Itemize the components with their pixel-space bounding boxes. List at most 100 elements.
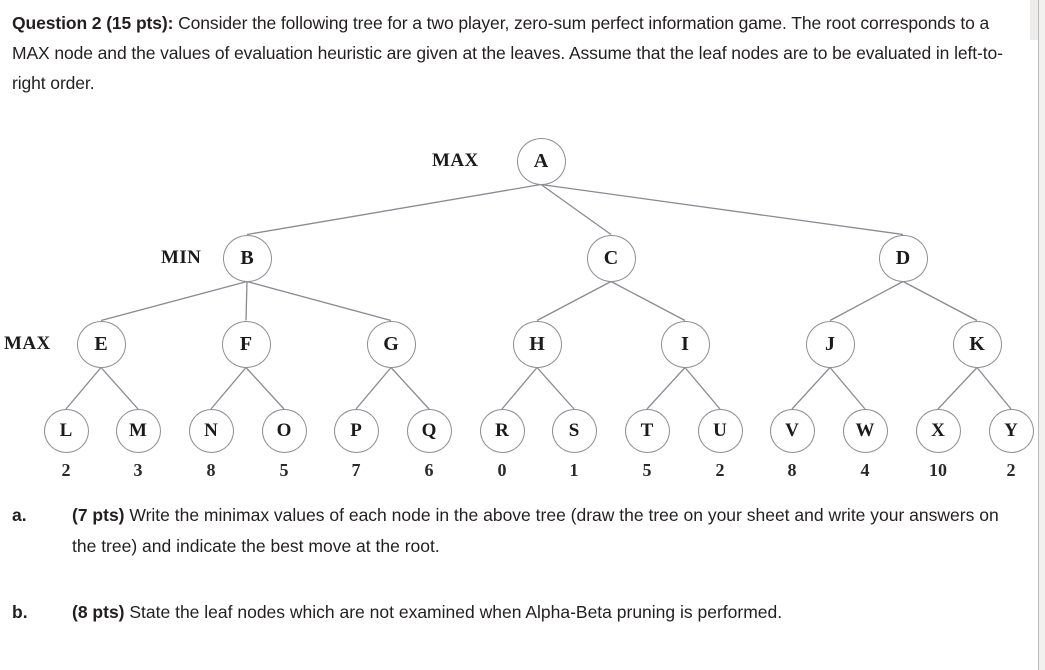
tree-edge-k-y bbox=[976, 367, 1012, 410]
tree-edge-a-c bbox=[540, 183, 612, 236]
tree-node-label: P bbox=[350, 420, 362, 441]
tree-node-label: K bbox=[969, 332, 985, 355]
tree-edge-c-i bbox=[610, 280, 686, 322]
leaf-value-p: 7 bbox=[351, 460, 361, 480]
leaf-value-n: 8 bbox=[206, 460, 216, 480]
tree-node-label: F bbox=[239, 332, 253, 355]
question-intro-text: Consider the following tree for a two pl… bbox=[12, 13, 1003, 93]
tree-edge-k-x bbox=[937, 367, 978, 410]
tree-node-n: N bbox=[188, 409, 234, 453]
tree-node-c: C bbox=[586, 234, 636, 282]
tree-node-h: H bbox=[512, 320, 562, 368]
leaf-value-l: 2 bbox=[61, 460, 71, 480]
tree-node-s: S bbox=[551, 409, 597, 453]
leaf-value-u: 2 bbox=[715, 460, 725, 480]
question-part-b: b. (8 pts) State the leaf nodes which ar… bbox=[12, 597, 1022, 628]
tree-node-f: F bbox=[221, 320, 271, 368]
tree-node-label: B bbox=[240, 246, 254, 269]
page-edge-shade bbox=[1039, 0, 1045, 670]
tree-node-a: A bbox=[516, 137, 566, 185]
tree-node-j: J bbox=[805, 320, 855, 368]
tree-edge-a-d bbox=[540, 183, 904, 236]
question-part-b-points: (8 pts) bbox=[72, 602, 125, 622]
tree-node-w: W bbox=[842, 409, 888, 453]
tree-node-y: Y bbox=[988, 409, 1034, 453]
page-edge-rule bbox=[1038, 0, 1039, 670]
question-part-a-marker: a. bbox=[12, 505, 27, 525]
tree-level-label-3: MAX bbox=[4, 333, 51, 354]
tree-node-p: P bbox=[333, 409, 379, 453]
tree-node-label: X bbox=[931, 420, 945, 441]
tree-node-label: E bbox=[94, 332, 108, 355]
tree-edge-i-t bbox=[646, 367, 686, 410]
tree-edge-g-p bbox=[355, 367, 392, 410]
tree-level-label-2: MIN bbox=[161, 247, 202, 268]
tree-edge-f-n bbox=[210, 367, 247, 410]
tree-node-k: K bbox=[952, 320, 1002, 368]
tree-node-m: M bbox=[115, 409, 161, 453]
question-part-a-text: Write the minimax values of each node in… bbox=[72, 505, 999, 556]
leaf-value-q: 6 bbox=[424, 460, 434, 480]
tree-node-label: J bbox=[825, 332, 835, 355]
leaf-value-y: 2 bbox=[1006, 460, 1016, 480]
tree-node-u: U bbox=[697, 409, 743, 453]
tree-node-label: Y bbox=[1004, 420, 1018, 441]
tree-node-i: I bbox=[660, 320, 710, 368]
tree-node-label: O bbox=[276, 420, 292, 441]
tree-node-v: V bbox=[769, 409, 815, 453]
tree-edge-j-v bbox=[791, 367, 831, 410]
tree-node-label: S bbox=[568, 420, 580, 441]
leaf-value-x: 10 bbox=[929, 460, 947, 480]
leaf-value-v: 8 bbox=[787, 460, 797, 480]
leaf-value-o: 5 bbox=[279, 460, 289, 480]
tree-node-label: N bbox=[204, 420, 218, 441]
tree-node-label: C bbox=[603, 246, 619, 269]
question-part-b-body: (8 pts) State the leaf nodes which are n… bbox=[72, 597, 1022, 628]
tree-node-label: H bbox=[529, 332, 545, 355]
question-part-b-marker: b. bbox=[12, 602, 28, 622]
leaf-value-m: 3 bbox=[133, 460, 143, 480]
leaf-value-t: 5 bbox=[642, 460, 652, 480]
tree-node-label: A bbox=[533, 149, 549, 172]
tree-node-label: L bbox=[59, 420, 73, 441]
tree-level-label-1: MAX bbox=[432, 150, 479, 171]
tree-node-g: G bbox=[366, 320, 416, 368]
tree-node-d: D bbox=[878, 234, 928, 282]
tree-edge-b-g bbox=[246, 280, 392, 322]
leaf-value-w: 4 bbox=[860, 460, 870, 480]
tree-edge-f-o bbox=[245, 367, 285, 410]
question-intro-paragraph: Question 2 (15 pts): Consider the follow… bbox=[12, 8, 1024, 98]
tree-edge-d-k bbox=[902, 280, 978, 322]
question-part-a-body: (7 pts) Write the minimax values of each… bbox=[72, 500, 1022, 562]
question-part-a-points: (7 pts) bbox=[72, 505, 125, 525]
tree-edge-e-m bbox=[100, 367, 139, 410]
tree-edge-b-e bbox=[100, 280, 248, 322]
tree-edge-d-j bbox=[829, 280, 904, 322]
tree-edge-a-b bbox=[246, 183, 542, 236]
tree-node-label: R bbox=[495, 420, 509, 441]
tree-node-label: D bbox=[895, 246, 911, 269]
tree-node-label: T bbox=[640, 420, 654, 441]
tree-edge-h-r bbox=[501, 367, 538, 410]
tree-edge-j-w bbox=[829, 367, 866, 410]
tree-node-r: R bbox=[479, 409, 525, 453]
leaf-value-s: 1 bbox=[569, 460, 579, 480]
tree-node-label: W bbox=[855, 420, 875, 441]
tree-edge-b-f bbox=[245, 281, 248, 321]
tree-node-label: Q bbox=[421, 420, 437, 441]
tree-node-o: O bbox=[261, 409, 307, 453]
tree-edge-c-h bbox=[536, 280, 612, 322]
tree-node-b: B bbox=[222, 234, 272, 282]
tree-node-label: M bbox=[129, 420, 147, 441]
question-part-a: a. (7 pts) Write the minimax values of e… bbox=[12, 500, 1022, 562]
tree-edge-h-s bbox=[536, 367, 575, 410]
tree-node-label: I bbox=[681, 332, 689, 355]
question-heading: Question 2 (15 pts): bbox=[12, 13, 174, 33]
tree-edge-i-u bbox=[684, 367, 721, 410]
tree-node-l: L bbox=[43, 409, 89, 453]
tree-node-x: X bbox=[915, 409, 961, 453]
tree-edge-e-l bbox=[65, 367, 102, 410]
tree-node-e: E bbox=[76, 320, 126, 368]
